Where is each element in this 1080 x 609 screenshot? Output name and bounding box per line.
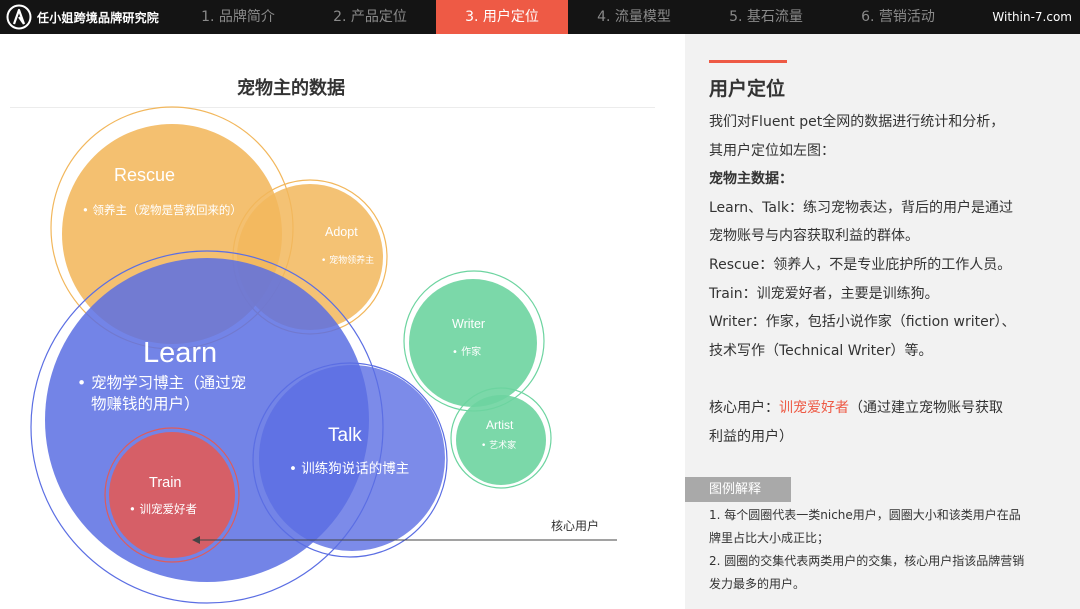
label-train: Train bbox=[149, 475, 182, 491]
brand-logo-icon bbox=[6, 4, 32, 30]
tab-traffic-model[interactable]: 4. 流量模型 bbox=[597, 9, 671, 25]
label-talk-desc: • 训练狗说话的博主 bbox=[289, 460, 409, 477]
core-user-line-2: 利益的用户） bbox=[709, 428, 793, 445]
site-link[interactable]: Within-7.com bbox=[992, 10, 1072, 24]
description-panel: 用户定位 我们对Fluent pet全网的数据进行统计和分析， 其用户定位如左图… bbox=[685, 34, 1080, 609]
label-artist: Artist bbox=[486, 418, 514, 432]
intro-line-1: 我们对Fluent pet全网的数据进行统计和分析， bbox=[709, 114, 1005, 130]
heading-accent-bar bbox=[709, 60, 787, 63]
label-talk: Talk bbox=[328, 425, 362, 446]
intro-line-2: 其用户定位如左图： bbox=[709, 142, 835, 159]
desc-learn-talk-1: Learn、Talk：练习宠物表达，背后的用户是通过 bbox=[709, 199, 1013, 216]
panel-body: 我们对Fluent pet全网的数据进行统计和分析， 其用户定位如左图： 宠物主… bbox=[709, 108, 1071, 452]
tab-product-positioning[interactable]: 2. 产品定位 bbox=[333, 9, 407, 25]
spacer bbox=[709, 365, 1071, 394]
label-rescue-desc: • 领养主（宠物是营救回来的） bbox=[82, 203, 242, 217]
circle-artist bbox=[456, 395, 546, 485]
note-2a: 2. 圆圈的交集代表两类用户的交集，核心用户指该品牌营销 bbox=[709, 554, 1025, 568]
label-learn-desc-2: 物赚钱的用户） bbox=[91, 395, 200, 413]
label-writer: Writer bbox=[452, 317, 485, 331]
label-learn: Learn bbox=[143, 337, 217, 369]
core-user-key: 核心用户： bbox=[709, 400, 779, 417]
diagram-title: 宠物主的数据 bbox=[237, 78, 345, 99]
subheading: 宠物主数据： bbox=[709, 171, 793, 188]
title-divider bbox=[10, 107, 655, 108]
note-2b: 发力最多的用户。 bbox=[709, 577, 806, 591]
core-user-value: 训宠爱好者 bbox=[779, 400, 849, 417]
label-writer-desc: • 作家 bbox=[452, 345, 481, 358]
circle-talk bbox=[259, 365, 445, 551]
circle-train bbox=[109, 432, 235, 558]
legend-notes: 1. 每个圆圈代表一类niche用户，圆圈大小和该类用户在品 牌里占比大小成正比… bbox=[709, 504, 1069, 596]
note-1a: 1. 每个圆圈代表一类niche用户，圆圈大小和该类用户在品 bbox=[709, 508, 1021, 522]
label-learn-desc-1: • 宠物学习博主（通过宠 bbox=[77, 374, 246, 392]
core-user-label: 核心用户 bbox=[551, 518, 599, 533]
brand-name: 任小姐跨境品牌研究院 bbox=[37, 10, 160, 25]
tab-base-traffic[interactable]: 5. 基石流量 bbox=[729, 9, 803, 25]
tab-user-positioning[interactable]: 3. 用户定位 bbox=[436, 0, 568, 34]
legend-tag: 图例解释 bbox=[685, 477, 791, 502]
tab-brand-intro[interactable]: 1. 品牌简介 bbox=[201, 9, 275, 25]
panel-heading: 用户定位 bbox=[709, 78, 786, 100]
note-1b: 牌里占比大小成正比； bbox=[709, 531, 830, 545]
label-adopt: Adopt bbox=[325, 225, 358, 239]
circle-talk-outline bbox=[252, 362, 448, 558]
label-train-desc: • 训宠爱好者 bbox=[129, 502, 197, 516]
label-rescue: Rescue bbox=[114, 165, 175, 185]
core-user-rest: （通过建立宠物账号获取 bbox=[849, 400, 1003, 417]
tab-marketing[interactable]: 6. 营销活动 bbox=[861, 9, 935, 25]
top-navigation-bar: 任小姐跨境品牌研究院 1. 品牌简介 2. 产品定位 3. 用户定位 4. 流量… bbox=[0, 0, 1080, 34]
desc-writer-1: Writer：作家，包括小说作家（fiction writer）、 bbox=[709, 314, 1016, 331]
core-user-line-1: 核心用户：训宠爱好者（通过建立宠物账号获取 bbox=[709, 394, 1071, 423]
label-adopt-desc: • 宠物领养主 bbox=[321, 254, 374, 266]
desc-rescue: Rescue：领养人，不是专业庇护所的工作人员。 bbox=[709, 256, 1012, 273]
desc-writer-2: 技术写作（Technical Writer）等。 bbox=[709, 342, 933, 359]
circle-train-outline bbox=[104, 427, 240, 563]
desc-train: Train：训宠爱好者，主要是训练狗。 bbox=[709, 285, 939, 302]
circle-writer bbox=[409, 279, 537, 407]
label-artist-desc: • 艺术家 bbox=[481, 439, 516, 451]
venn-diagram: Rescue • 领养主（宠物是营救回来的） Adopt • 宠物领养主 Lea… bbox=[30, 106, 617, 604]
circle-artist-outline bbox=[450, 387, 552, 489]
section-tabs: 1. 品牌简介 2. 产品定位 3. 用户定位 4. 流量模型 5. 基石流量 … bbox=[172, 0, 964, 34]
brand[interactable]: 任小姐跨境品牌研究院 bbox=[0, 0, 159, 34]
desc-learn-talk-2: 宠物账号与内容获取利益的群体。 bbox=[709, 228, 919, 245]
